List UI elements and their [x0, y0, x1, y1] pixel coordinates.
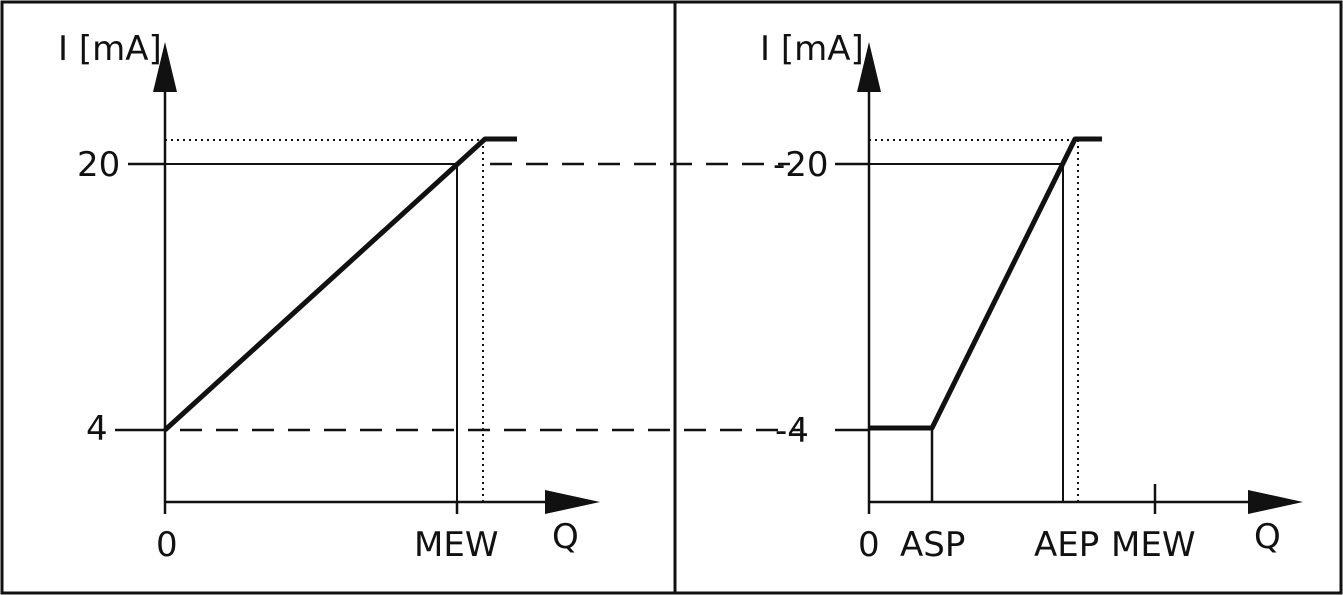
right-x-tick-label-0: 0 [858, 525, 880, 565]
right-panel: I [mA] Q -20 -4 0 ASP AEP MEW [760, 29, 1303, 565]
left-x-tick-label-mew: MEW [414, 525, 498, 565]
left-y-tick-label-4: 4 [86, 409, 108, 449]
right-x-tick-label-asp: ASP [900, 525, 965, 565]
left-output-curve [163, 136, 517, 432]
left-x-axis-arrowhead [545, 490, 600, 514]
left-y-axis-arrowhead [153, 42, 177, 92]
right-output-curve [869, 136, 1102, 431]
left-x-tick-label-0: 0 [156, 525, 178, 565]
left-y-axis-label: I [mA] [58, 29, 162, 69]
left-panel: I [mA] Q 20 4 0 MEW [58, 29, 600, 565]
right-x-tick-label-mew: MEW [1111, 525, 1195, 565]
right-y-axis-label: I [mA] [760, 29, 864, 69]
right-x-tick-label-aep: AEP [1034, 525, 1099, 565]
right-y-axis-arrowhead [857, 42, 881, 92]
right-x-axis-arrowhead [1248, 490, 1303, 514]
right-y-tick-label-20: -20 [773, 145, 829, 185]
left-x-axis-label: Q [552, 517, 579, 557]
right-x-axis-label: Q [1254, 517, 1281, 557]
right-y-tick-label-4: -4 [775, 411, 809, 451]
left-y-tick-label-20: 20 [77, 145, 120, 185]
